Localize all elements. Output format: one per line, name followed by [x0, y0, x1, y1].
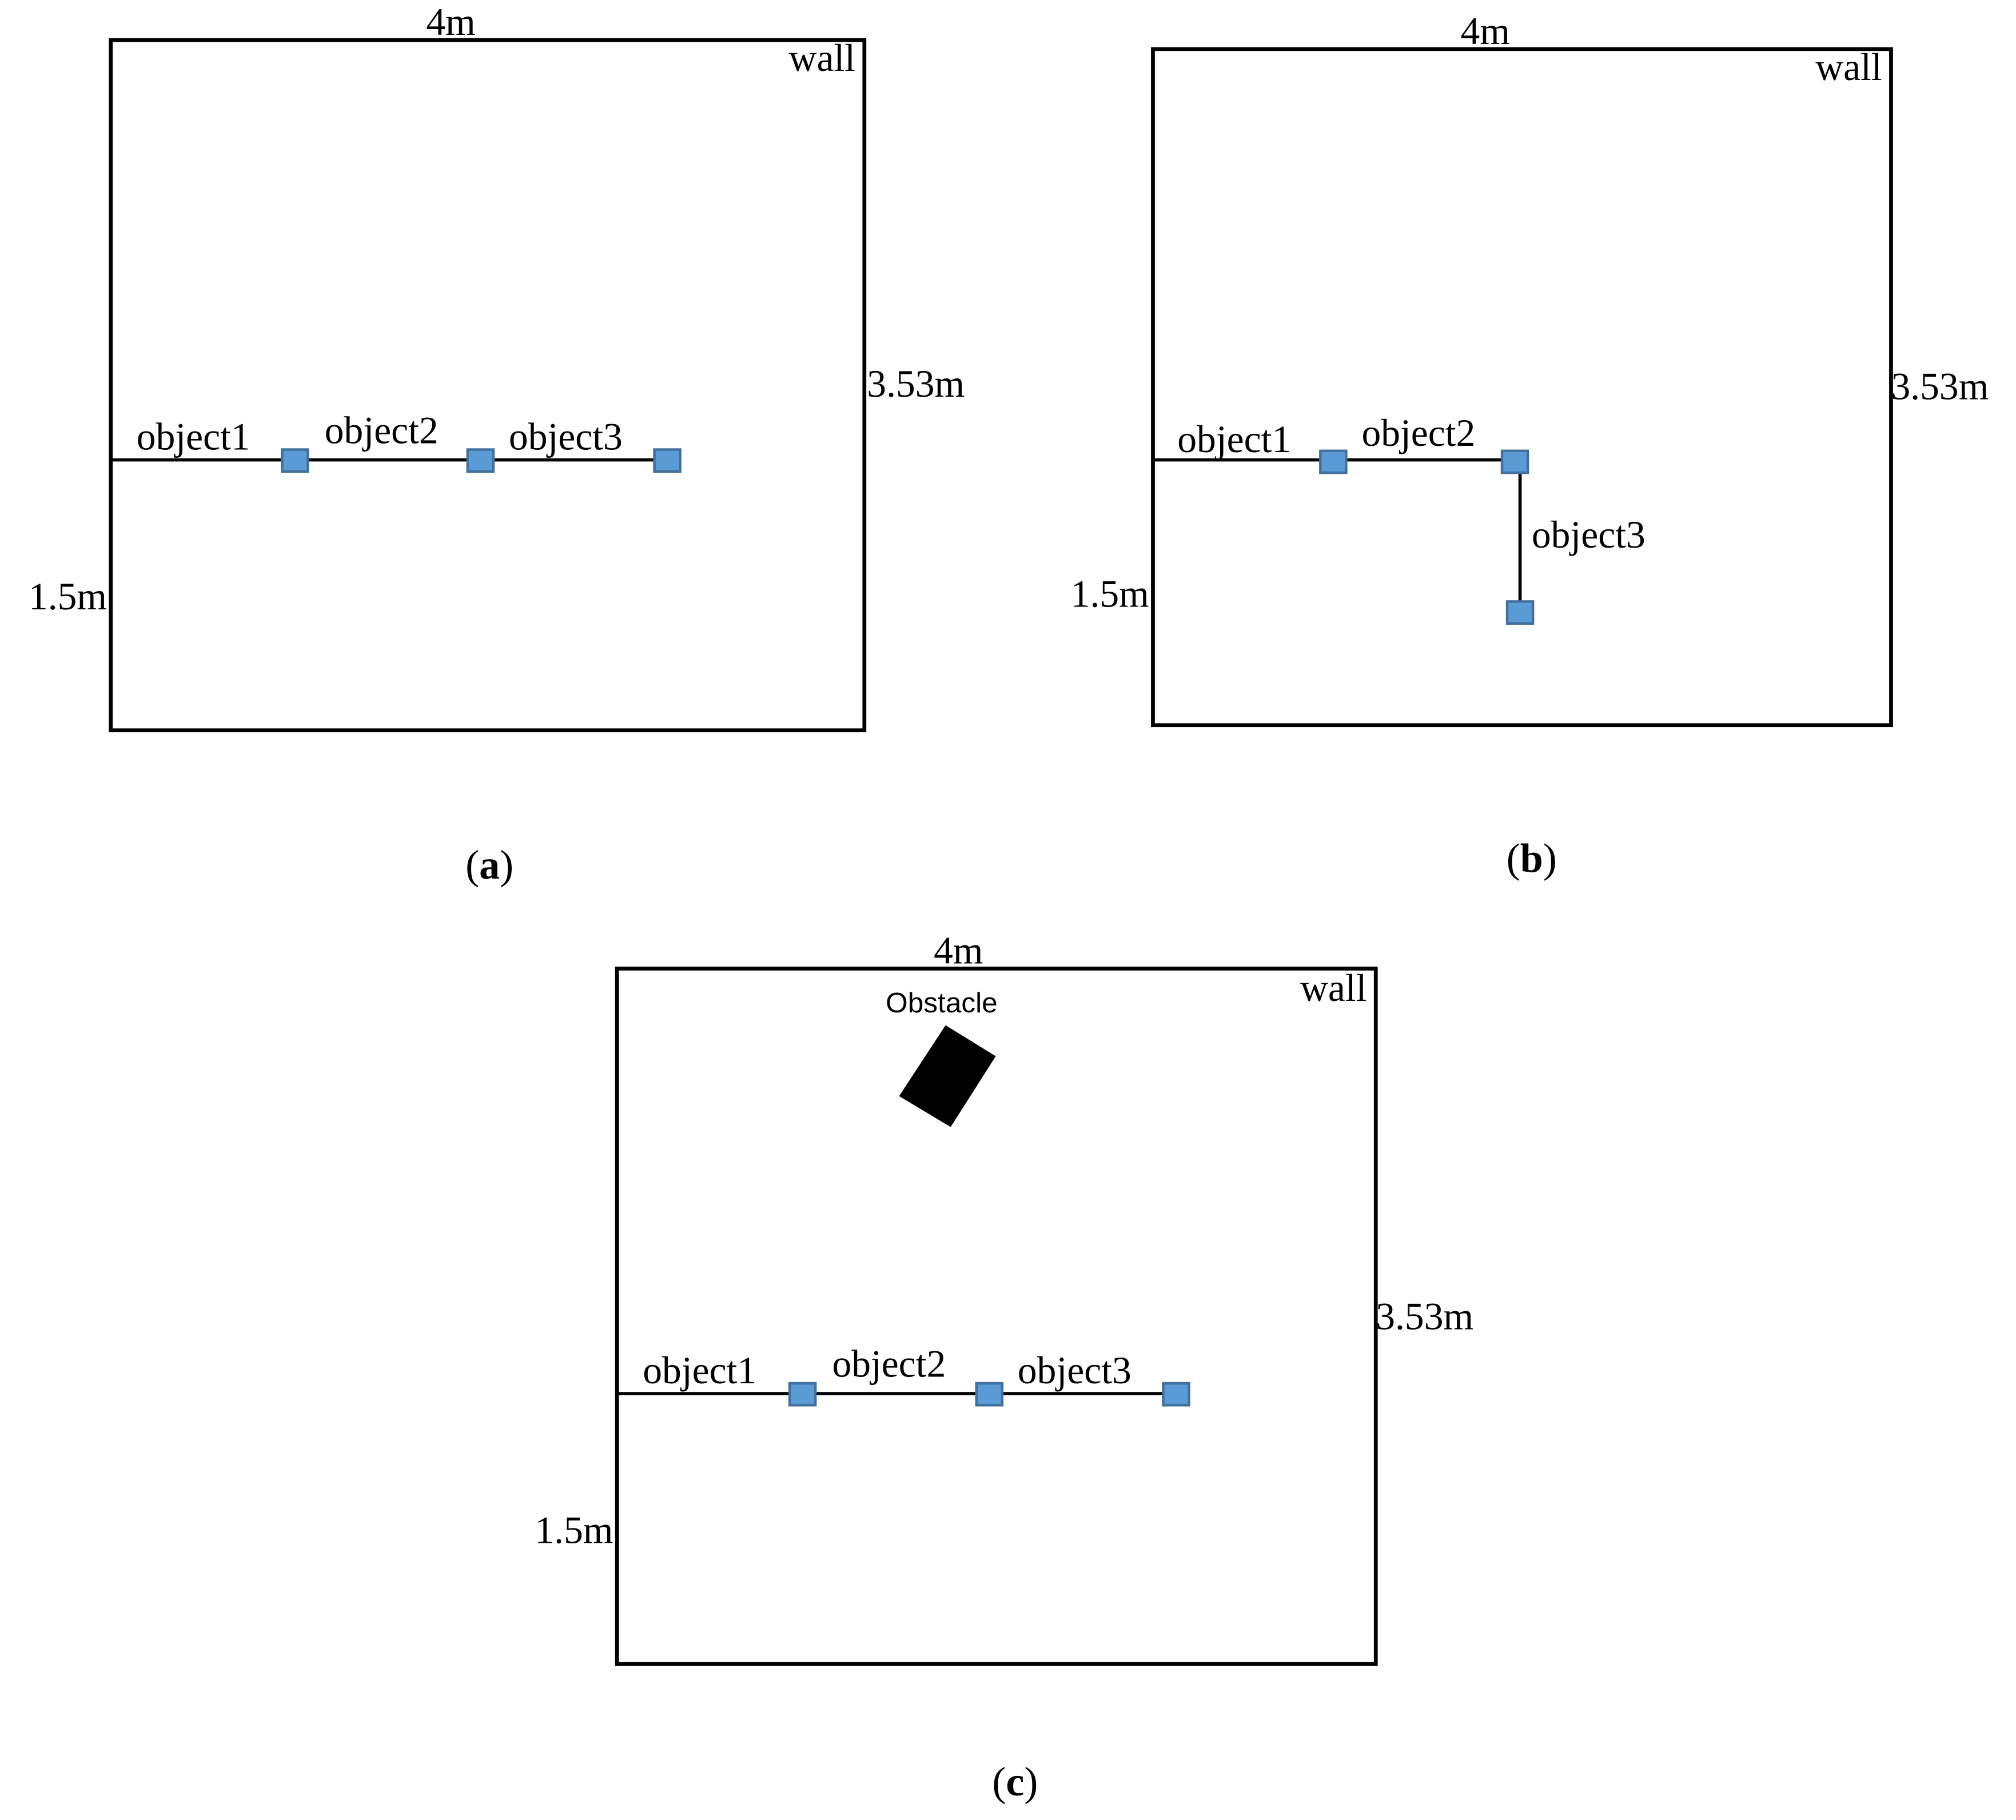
panel-c-caption: (c) [992, 1759, 1038, 1805]
panel-a-caption-open: ( [465, 842, 479, 888]
panel-b-caption-letter: b [1520, 836, 1543, 881]
panel-b-object3-label: object3 [1532, 513, 1646, 556]
panel-c-height-label: 3.53m [1376, 1295, 1473, 1338]
panel-b-room-wall [1151, 47, 1893, 728]
panel-a-room-wall [109, 38, 867, 733]
panel-c-room-wall [615, 967, 1378, 1666]
panel-c-object1-marker [788, 1382, 817, 1407]
panel-c-obstacle-label: Obstacle [886, 987, 998, 1019]
panel-b-caption: (b) [1507, 836, 1557, 881]
panel-b-width-label: 4m [1461, 10, 1510, 53]
panel-c-width-label: 4m [934, 929, 983, 972]
panel-a: 4m wall 3.53m 1.5m object1 object2 objec… [29, 1, 965, 888]
panel-b-caption-close: ) [1543, 836, 1557, 881]
panel-b-object3-marker [1505, 600, 1535, 625]
panel-b-object2-marker [1500, 449, 1529, 474]
panel-a-object3-marker [653, 448, 682, 473]
panel-c-caption-close: ) [1024, 1759, 1038, 1805]
panel-c-obstacle-block [899, 1025, 996, 1127]
panel-b: 4m wall 3.53m 1.5m object1 object2 objec… [1071, 10, 1989, 881]
panel-a-height-label: 3.53m [867, 362, 965, 405]
panel-a-caption-close: ) [500, 842, 513, 888]
panel-b-wall-label: wall [1815, 46, 1882, 89]
panel-c: 4m wall 3.53m 1.5m Obstacle object1 obje… [535, 929, 1473, 1805]
panel-a-object2-marker [466, 448, 495, 473]
panel-a-object1-marker [281, 448, 309, 473]
panel-a-object1-label: object1 [137, 416, 250, 458]
panel-b-object1-marker [1319, 449, 1348, 474]
panel-c-object2-label: object2 [832, 1343, 946, 1386]
panel-b-offset-label: 1.5m [1071, 572, 1149, 615]
panel-c-object2-marker [975, 1382, 1004, 1407]
panel-b-height-label: 3.53m [1891, 365, 1989, 408]
panel-a-object2-label: object2 [325, 409, 439, 452]
panel-c-object3-label: object3 [1018, 1349, 1131, 1392]
panel-a-caption-letter: a [479, 842, 500, 888]
panel-c-object3-marker [1162, 1382, 1190, 1407]
panel-c-wall-label: wall [1300, 967, 1366, 1009]
panel-b-object1-label: object1 [1177, 418, 1291, 461]
panel-a-wall-label: wall [789, 37, 855, 79]
panel-c-caption-open: ( [992, 1759, 1006, 1805]
panel-c-caption-letter: c [1006, 1759, 1024, 1805]
panel-a-object3-label: object3 [509, 416, 623, 458]
panel-b-object2-label: object2 [1361, 412, 1475, 454]
panel-c-object1-label: object1 [643, 1349, 756, 1392]
panel-b-caption-open: ( [1507, 836, 1520, 881]
panel-c-offset-label: 1.5m [535, 1508, 613, 1551]
panel-a-caption: (a) [465, 842, 513, 888]
panel-a-width-label: 4m [426, 1, 475, 43]
panel-a-offset-label: 1.5m [29, 575, 107, 618]
